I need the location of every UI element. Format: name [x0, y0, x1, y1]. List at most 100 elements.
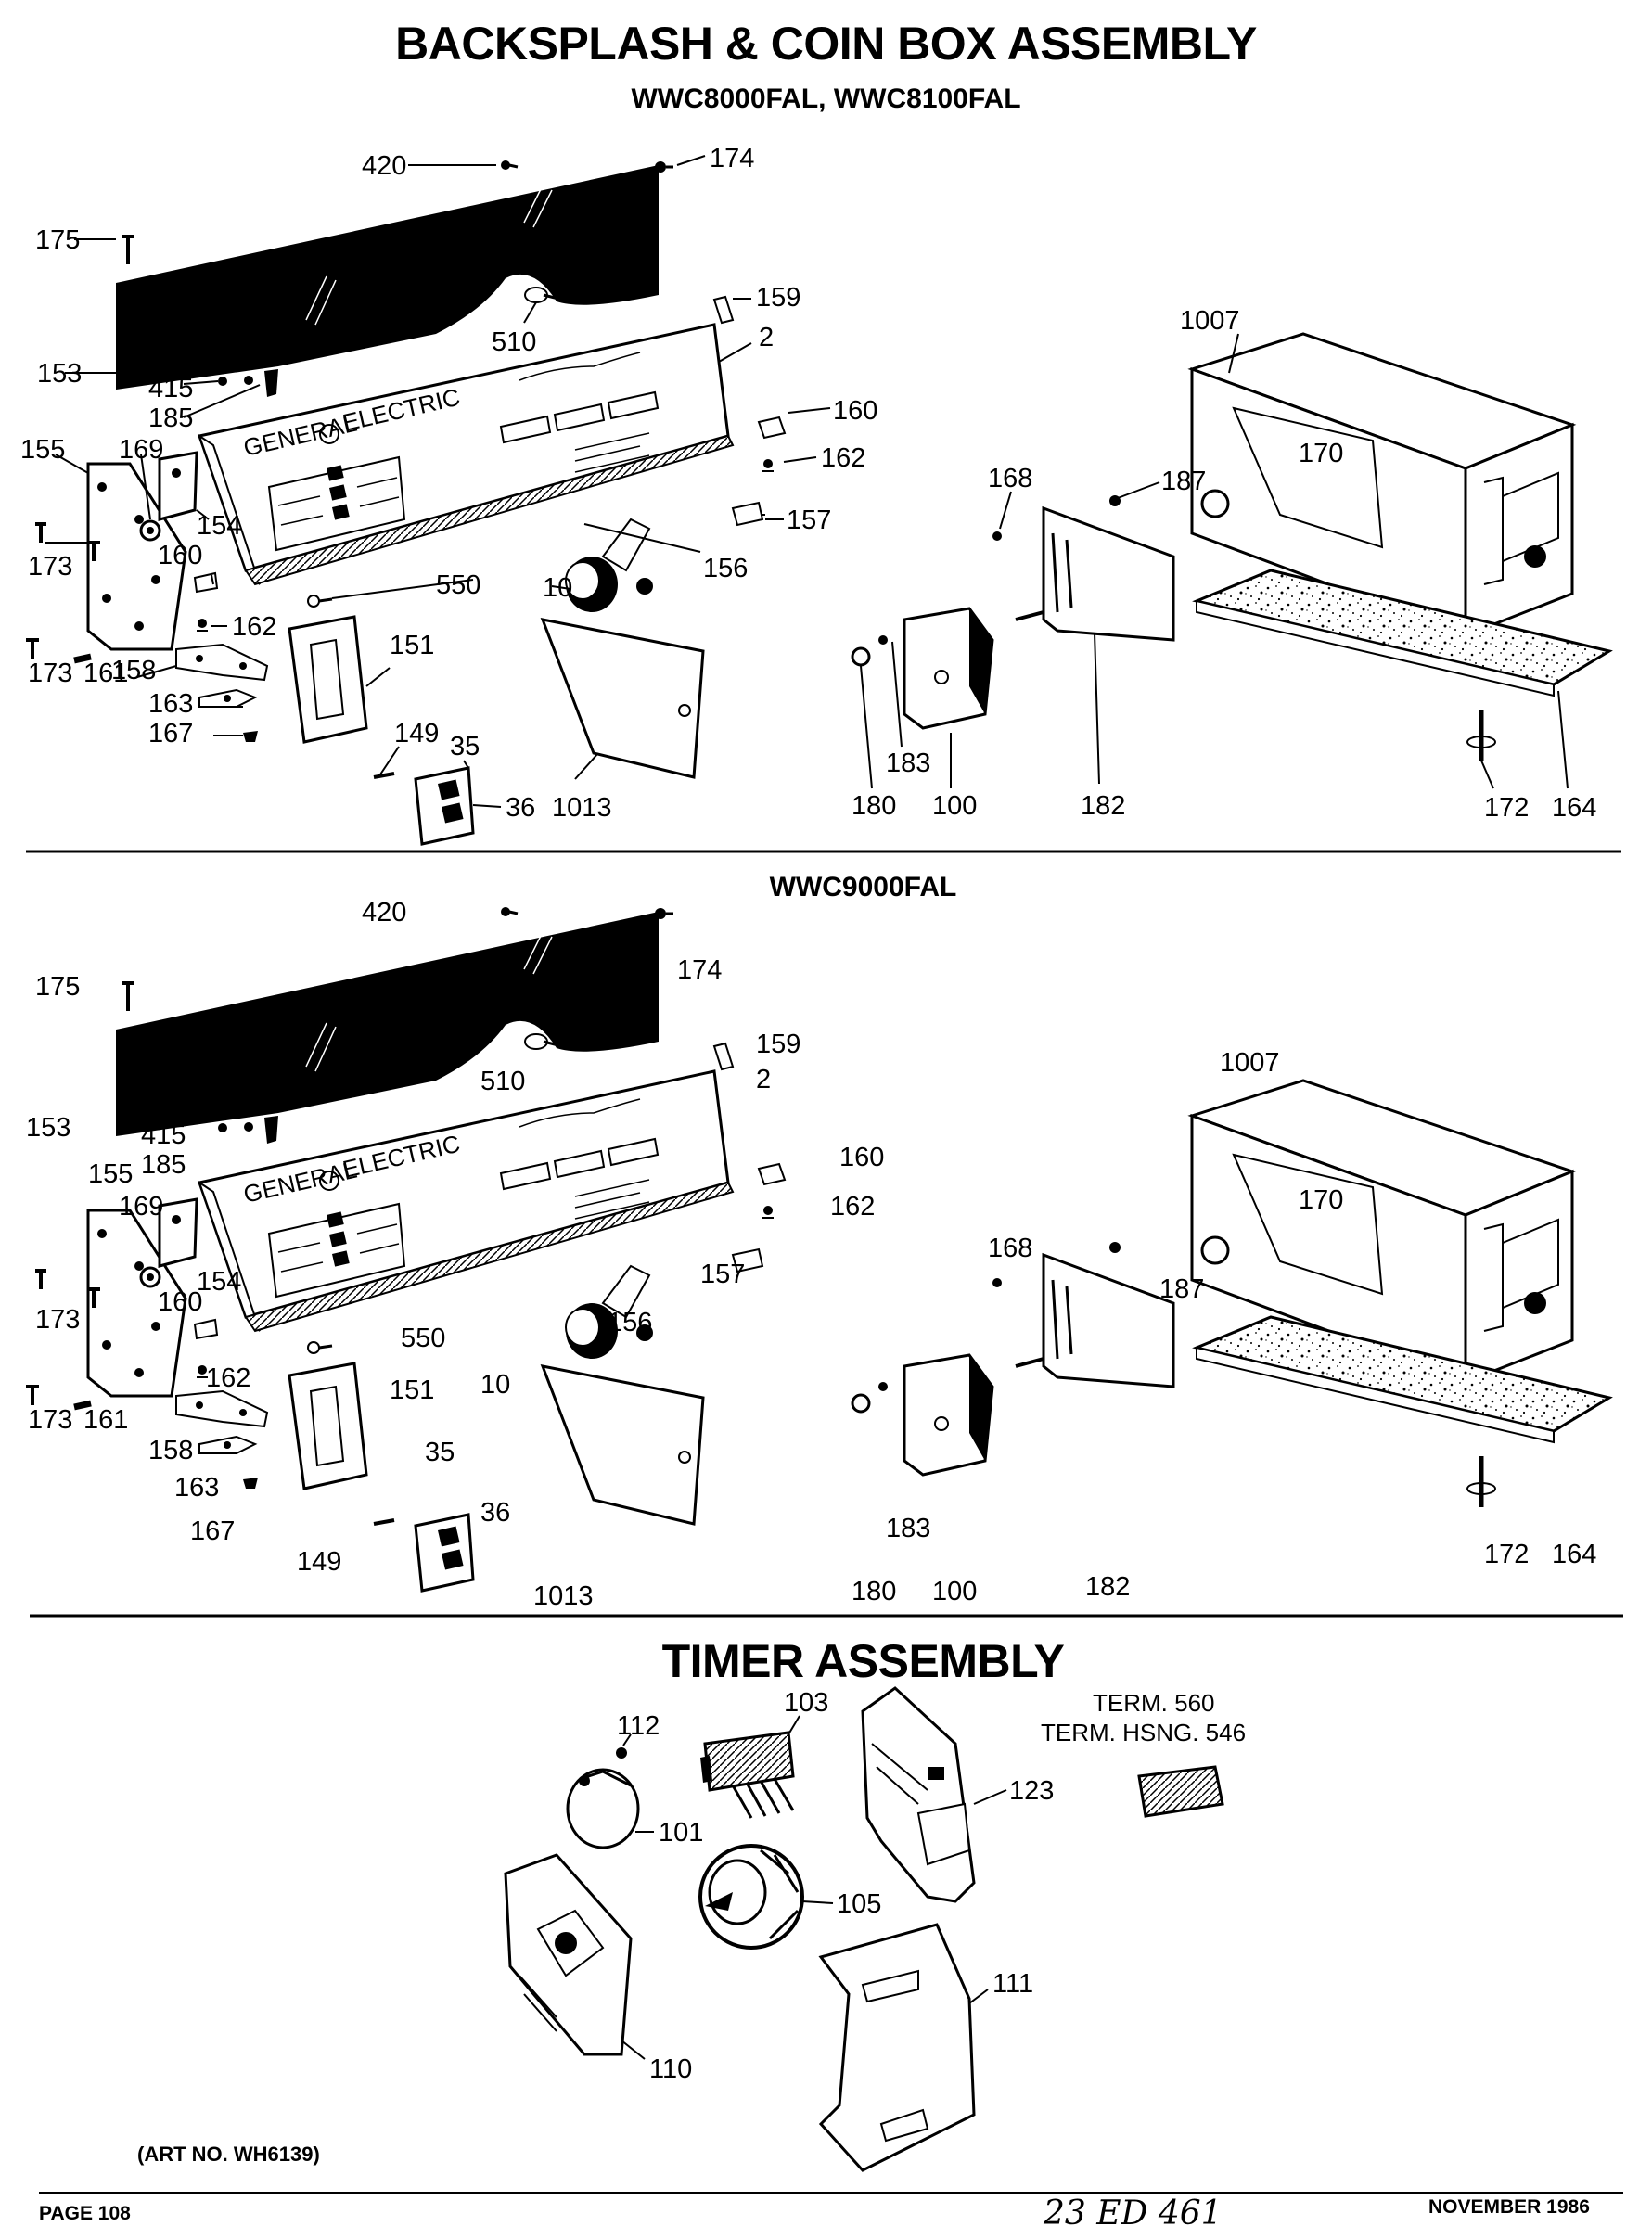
callout-169: 169 — [119, 435, 163, 465]
callout-173: 173 — [28, 552, 72, 582]
callout-2: 2 — [759, 323, 774, 352]
callout-155: 155 — [88, 1159, 133, 1189]
callout-105: 105 — [837, 1889, 881, 1919]
date: NOVEMBER 1986 — [1428, 2196, 1590, 2218]
callout-162: 162 — [232, 612, 276, 642]
callout-2: 2 — [756, 1065, 771, 1094]
handwritten-note: 23 ED 461 — [1043, 2194, 1223, 2226]
callout-160: 160 — [839, 1143, 884, 1172]
callout-159: 159 — [756, 1030, 800, 1059]
callout-187: 187 — [1161, 467, 1206, 496]
callout-36: 36 — [506, 793, 535, 823]
page-number: PAGE 108 — [39, 2203, 131, 2224]
callout-149: 149 — [394, 719, 439, 748]
callout-162: 162 — [821, 443, 865, 473]
callout-163: 163 — [148, 689, 193, 719]
bottom-assembly: 420 174 175 510 159 2 1007 153 415 185 1… — [26, 898, 1609, 1611]
callout-100: 100 — [932, 791, 977, 821]
callout-160: 160 — [158, 541, 202, 570]
term-housing-label: TERM. HSNG. 546 — [1041, 1719, 1246, 1746]
connector-103 — [700, 1731, 795, 1819]
callout-161: 161 — [83, 659, 128, 688]
callout-180: 180 — [852, 791, 896, 821]
callout-10: 10 — [543, 573, 572, 603]
callout-153: 153 — [37, 359, 82, 389]
callout-174: 174 — [677, 955, 722, 985]
models-top: WWC8000FAL, WWC8100FAL — [631, 83, 1021, 114]
page-title: BACKSPLASH & COIN BOX ASSEMBLY — [395, 18, 1257, 70]
callout-158: 158 — [148, 1436, 193, 1465]
callout-185: 185 — [148, 403, 193, 433]
callout-168: 168 — [988, 1234, 1032, 1263]
callout-164: 164 — [1552, 1540, 1596, 1569]
callout-10: 10 — [480, 1370, 510, 1400]
callout-173: 173 — [28, 1405, 72, 1435]
callout-175: 175 — [35, 225, 80, 255]
callout-112: 112 — [617, 1711, 660, 1741]
callout-180: 180 — [852, 1577, 896, 1606]
callout-170: 170 — [1299, 1185, 1343, 1215]
callout-182: 182 — [1081, 791, 1125, 821]
callout-415: 415 — [148, 374, 193, 403]
callout-159: 159 — [756, 283, 800, 313]
callout-103: 103 — [784, 1688, 828, 1718]
callout-35: 35 — [425, 1438, 455, 1467]
callout-183: 183 — [886, 748, 930, 778]
callout-169: 169 — [119, 1192, 163, 1222]
timer-frame-110 — [504, 1853, 633, 2056]
callout-168: 168 — [988, 464, 1032, 493]
callout-160: 160 — [833, 396, 877, 426]
callout-170: 170 — [1299, 439, 1343, 468]
callout-157: 157 — [787, 505, 831, 535]
timer-assembly: TERM. 560 TERM. HSNG. 546 112 103 123 10… — [504, 1686, 1246, 2172]
callout-1007: 1007 — [1220, 1048, 1280, 1078]
callout-156: 156 — [703, 554, 748, 583]
callout-149: 149 — [297, 1547, 341, 1577]
callout-182: 182 — [1085, 1572, 1130, 1602]
callout-173: 173 — [28, 659, 72, 688]
callout-1007: 1007 — [1180, 306, 1240, 336]
callout-156: 156 — [608, 1308, 652, 1337]
callout-164: 164 — [1552, 793, 1596, 823]
callout-153: 153 — [26, 1113, 70, 1143]
callout-183: 183 — [886, 1514, 930, 1543]
callout-172: 172 — [1484, 1540, 1529, 1569]
callout-510: 510 — [480, 1067, 525, 1096]
callout-1013: 1013 — [533, 1581, 594, 1611]
callout-163: 163 — [174, 1473, 219, 1503]
callout-35: 35 — [450, 732, 480, 761]
callout-151: 151 — [390, 631, 434, 660]
callout-110: 110 — [649, 2054, 692, 2084]
callout-158: 158 — [111, 656, 156, 685]
callout-550: 550 — [436, 570, 480, 600]
cover-111 — [818, 1923, 976, 2172]
callout-420: 420 — [362, 898, 406, 928]
art-number: (ART NO. WH6139) — [137, 2143, 320, 2166]
callout-167: 167 — [190, 1516, 235, 1546]
top-assembly: 420 174 175 510 159 2 1007 153 415 185 1… — [20, 144, 1609, 844]
callout-172: 172 — [1484, 793, 1529, 823]
callout-162: 162 — [206, 1363, 250, 1393]
callout-187: 187 — [1159, 1274, 1204, 1304]
callout-101: 101 — [659, 1818, 703, 1848]
callout-185: 185 — [141, 1150, 186, 1180]
terminal-housing — [1137, 1765, 1224, 1818]
callout-420: 420 — [362, 151, 406, 181]
callout-155: 155 — [20, 435, 65, 465]
callout-510: 510 — [492, 327, 536, 357]
callout-111: 111 — [992, 1969, 1033, 1999]
callout-157: 157 — [700, 1260, 745, 1289]
circuit-board-123 — [861, 1686, 976, 1903]
callout-160: 160 — [158, 1287, 202, 1317]
callout-100: 100 — [932, 1577, 977, 1606]
callout-151: 151 — [390, 1375, 434, 1405]
callout-167: 167 — [148, 719, 193, 748]
cam-105 — [698, 1844, 804, 1950]
callout-36: 36 — [480, 1498, 510, 1528]
callout-415: 415 — [141, 1120, 186, 1150]
term-label: TERM. 560 — [1093, 1689, 1215, 1717]
callout-123: 123 — [1009, 1776, 1054, 1806]
models-bottom: WWC9000FAL — [769, 872, 957, 902]
callout-154: 154 — [197, 511, 241, 541]
